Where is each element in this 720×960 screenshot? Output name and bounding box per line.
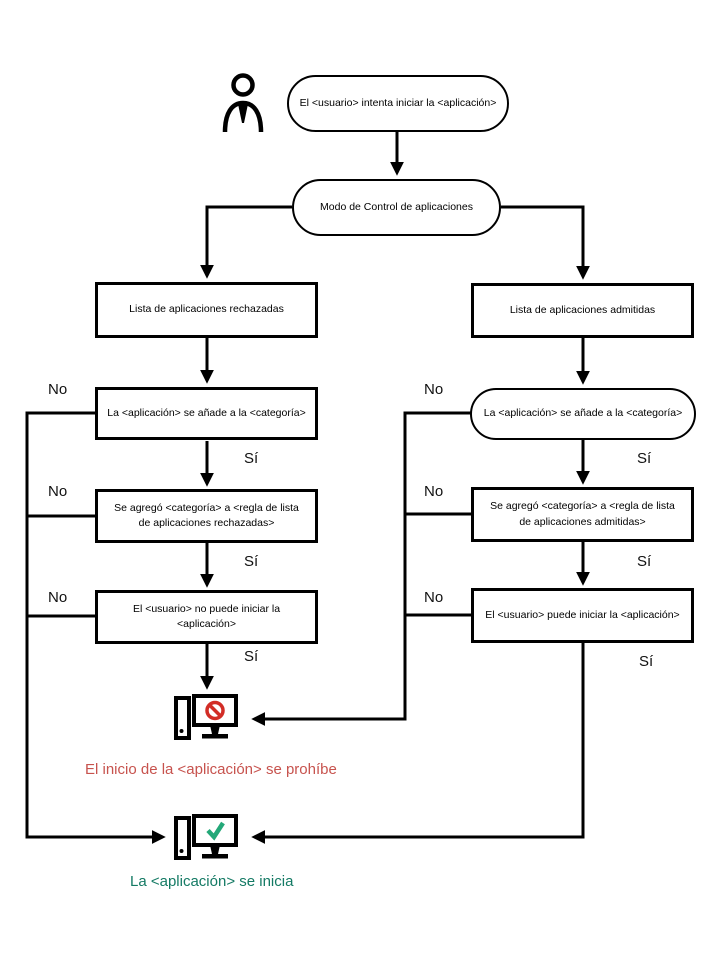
label-no-right-3: No: [424, 589, 444, 606]
label-yes-right-1: Sí: [637, 450, 652, 467]
blocked-computer-icon: [174, 694, 238, 740]
node-deny-result-box: El <usuario> no puede iniciar la <aplica…: [95, 590, 318, 644]
node-start-oval: El <usuario> intenta iniciar la <aplicac…: [287, 75, 509, 132]
label-no-left-1: No: [48, 381, 68, 398]
edge-allow-result-to-started: [251, 643, 585, 844]
node-mode-oval: Modo de Control de aplicaciones: [292, 179, 501, 236]
node-deny-category-box: La <aplicación> se añade a la <categoría…: [95, 387, 318, 440]
label-no-right-2: No: [424, 483, 444, 500]
label-yes-left-1: Sí: [244, 450, 259, 467]
node-deny-rule-box: Se agregó <categoría> a <regla de lista …: [95, 489, 318, 543]
edge-mode-to-allowlist: [501, 205, 590, 280]
label-no-left-2: No: [48, 483, 68, 500]
user-icon: [222, 73, 264, 133]
prohibition-icon: [205, 700, 225, 721]
edge-no-left-trunk: [25, 411, 166, 844]
started-computer-icon: [174, 814, 238, 860]
node-denylist-box: Lista de aplicaciones rechazadas: [95, 282, 318, 338]
label-yes-right-3: Sí: [639, 653, 654, 670]
label-no-left-3: No: [48, 589, 68, 606]
edge-mode-to-denylist: [200, 205, 292, 279]
label-yes-right-2: Sí: [637, 553, 652, 570]
outcome-started-text: La <aplicación> se inicia: [130, 873, 294, 890]
node-allowlist-box: Lista de aplicaciones admitidas: [471, 283, 694, 338]
check-icon: [206, 821, 225, 841]
node-allow-result-box: El <usuario> puede iniciar la <aplicació…: [471, 588, 694, 643]
label-yes-left-3: Sí: [244, 648, 259, 665]
label-no-right-1: No: [424, 381, 444, 398]
label-yes-left-2: Sí: [244, 553, 259, 570]
node-allow-rule-box: Se agregó <categoría> a <regla de lista …: [471, 487, 694, 542]
outcome-prohibited-text: El inicio de la <aplicación> se prohíbe: [85, 761, 337, 778]
node-allow-category-stadium: La <aplicación> se añade a la <categoría…: [470, 388, 696, 440]
edge-no-right-trunk: [251, 411, 471, 726]
